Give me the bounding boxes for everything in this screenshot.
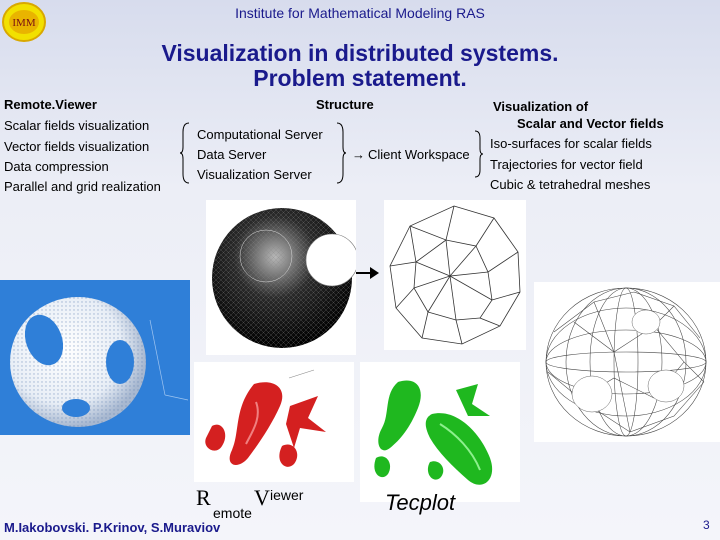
client-workspace-label: Client Workspace: [368, 147, 470, 162]
coarse-wireframe-sphere-image: [384, 200, 526, 350]
server-item: Computational Server: [197, 127, 323, 142]
right-list-item: Cubic & tetrahedral meshes: [490, 177, 651, 192]
logo-text: IMM: [12, 17, 35, 29]
slide-title-line-2: Problem statement.: [253, 65, 467, 91]
dark-mesh-sphere-image: [206, 200, 356, 355]
slide-title-line-1: Visualization in distributed systems.: [161, 40, 559, 66]
servers-brace: [179, 122, 190, 184]
caption-viewer-iewer: iewer: [270, 487, 304, 503]
right-heading-line-1: Visualization of: [493, 99, 589, 114]
right-list-item: Iso-surfaces for scalar fields: [490, 136, 652, 151]
blue-sphere-image: [0, 280, 190, 435]
right-arrow-icon: [356, 266, 380, 280]
caption-remote-r: R: [196, 485, 211, 510]
red-isosurface-image: [194, 362, 354, 482]
client-brace: [474, 130, 484, 178]
server-item: Visualization Server: [197, 167, 312, 182]
server-item: Data Server: [197, 147, 267, 162]
green-isosurface-image: [360, 362, 520, 502]
left-list-item: Data compression: [4, 159, 109, 174]
right-heading-line-2: Scalar and Vector fields: [517, 116, 664, 131]
right-list-item: Trajectories for vector field: [490, 157, 643, 172]
left-list-item: Scalar fields visualization: [4, 118, 150, 133]
institute-name: Institute for Mathematical Modeling RAS: [235, 5, 485, 21]
structure-heading: Structure: [316, 97, 374, 112]
caption-tecplot: Tecplot: [385, 490, 456, 515]
remote-viewer-heading: Remote.Viewer: [4, 97, 97, 112]
arrow-icon: →: [352, 147, 365, 162]
fine-wireframe-sphere-image: [534, 282, 720, 442]
servers-brace-right: [336, 122, 347, 184]
left-list-item: Vector fields visualization: [4, 139, 150, 154]
left-list-item: Parallel and grid realization: [4, 179, 161, 194]
institute-logo: IMM: [2, 2, 46, 42]
page-number: 3: [703, 518, 710, 532]
caption-viewer-v: V: [254, 485, 270, 510]
authors-footer: M.Iakobovski. P.Krinov, S.Muraviov: [4, 520, 221, 535]
caption-remote-emote: emote: [213, 505, 252, 521]
